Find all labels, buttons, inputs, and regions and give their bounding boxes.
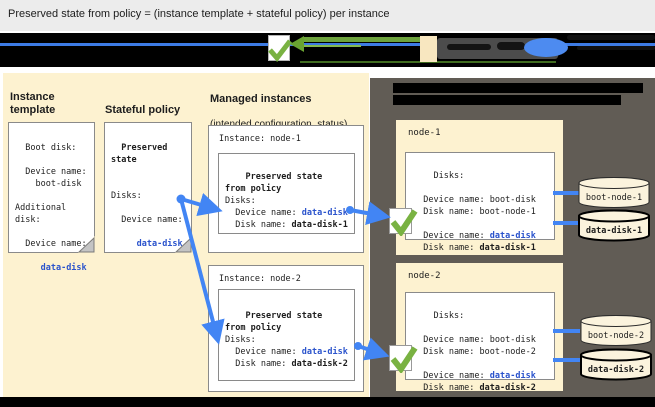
instance-template-data-disk: data-disk bbox=[25, 263, 87, 273]
strip-scribble bbox=[497, 42, 525, 50]
node-2-disks-box: Disks: Device name: boot-disk Disk name:… bbox=[405, 292, 555, 393]
managed-instances-heading-line1: Managed instances bbox=[210, 93, 312, 105]
strip-green-bar bbox=[303, 37, 421, 42]
disks-body: Disks: Device name: boot-disk Disk name:… bbox=[423, 311, 536, 381]
folded-corner-icon bbox=[175, 236, 192, 253]
disk-name-value: data-disk-1 bbox=[291, 220, 348, 230]
device-name-value: data-disk bbox=[301, 208, 348, 218]
preserved-state-from-policy-box: Preserved state from policy Disks: Devic… bbox=[218, 153, 355, 234]
strip-scribble bbox=[567, 35, 655, 40]
strip-blue-disk-icon bbox=[524, 38, 568, 57]
disk-label: boot-node-2 bbox=[587, 331, 645, 341]
disk-name-label: Disk name: bbox=[423, 383, 475, 393]
node-1-label: node-1 bbox=[408, 128, 441, 138]
disk-cylinder-data-disk-2: data-disk-2 bbox=[579, 348, 653, 382]
stateful-policy-data-disk: data-disk bbox=[121, 239, 183, 249]
disk-label: data-disk-2 bbox=[587, 365, 645, 375]
redacted-heading-bar bbox=[393, 95, 621, 105]
vm-node-1-card: node-1 Disks: Device name: boot-disk Dis… bbox=[396, 120, 563, 255]
cylinder-icon bbox=[580, 348, 652, 381]
disk-label: boot-node-1 bbox=[585, 193, 643, 203]
strip-green-line bbox=[300, 61, 556, 63]
preserved-state-from-policy-title: Preserved state from policy bbox=[225, 172, 323, 194]
disk-name-label: Disk name: bbox=[235, 220, 287, 230]
managed-instances-subheading: (intended configuration, status) bbox=[210, 119, 372, 131]
node-2-label: node-2 bbox=[408, 271, 441, 281]
cylinder-icon bbox=[578, 209, 650, 242]
instance-template-heading: Instance template bbox=[10, 91, 56, 116]
strip-cream-box bbox=[420, 36, 437, 62]
strip-green-bar-thin bbox=[303, 45, 361, 47]
strip-green-arrow-icon bbox=[290, 36, 304, 52]
cylinder-icon bbox=[578, 177, 650, 208]
disk-connector bbox=[553, 191, 580, 195]
stateful-policy-body: Disks: Device name: bbox=[111, 191, 183, 225]
page-title: Preserved state from policy = (instance … bbox=[8, 8, 390, 20]
folded-corner-icon bbox=[78, 236, 95, 253]
disk-cylinder-boot-node-1: boot-node-1 bbox=[577, 176, 651, 210]
disks-body: Disks: Device name: boot-disk Disk name:… bbox=[423, 171, 536, 241]
redacted-heading-bar bbox=[393, 83, 643, 93]
cylinder-icon bbox=[580, 315, 652, 346]
strip-scribble bbox=[577, 46, 655, 50]
disk-label: data-disk-1 bbox=[585, 226, 643, 236]
stateful-policy-box: Preserved state Disks: Device name: data… bbox=[104, 122, 192, 253]
stateful-policy-heading: Stateful policy bbox=[105, 104, 181, 116]
checkmark-icon bbox=[389, 208, 418, 236]
strip-checkmark-icon bbox=[268, 35, 292, 62]
bottom-bar bbox=[0, 397, 655, 407]
vm-node-2-card: node-2 Disks: Device name: boot-disk Dis… bbox=[396, 263, 563, 393]
instance-node-1-label: Instance: node-1 bbox=[219, 134, 301, 144]
checkmark-icon bbox=[389, 345, 418, 373]
preserved-state-body: Disks: Device name: bbox=[225, 335, 297, 357]
strip-scribble bbox=[447, 44, 491, 50]
node-1-disks-box: Disks: Device name: boot-disk Disk name:… bbox=[405, 152, 555, 253]
disk-connector bbox=[553, 221, 580, 225]
preserved-state-from-policy-title: Preserved state from policy bbox=[225, 311, 323, 333]
device-name-value: data-disk bbox=[489, 371, 536, 381]
managed-instance-node-1-box: Instance: node-1 Preserved state from po… bbox=[208, 125, 364, 253]
disk-connector bbox=[553, 329, 580, 333]
disk-name-value: data-disk-1 bbox=[479, 243, 536, 253]
instance-node-2-label: Instance: node-2 bbox=[219, 274, 301, 284]
preserved-state-from-policy-box: Preserved state from policy Disks: Devic… bbox=[218, 289, 355, 381]
strip-blue-line bbox=[0, 43, 655, 46]
title-bar: Preserved state from policy = (instance … bbox=[0, 0, 655, 31]
disk-cylinder-boot-node-2: boot-node-2 bbox=[579, 314, 653, 348]
disk-name-value: data-disk-2 bbox=[291, 359, 348, 369]
managed-instance-node-2-box: Instance: node-2 Preserved state from po… bbox=[208, 265, 364, 392]
disk-cylinder-data-disk-1: data-disk-1 bbox=[577, 209, 651, 243]
preserved-state-body: Disks: Device name: bbox=[225, 196, 297, 218]
instance-template-box: Boot disk: Device name: boot-disk Additi… bbox=[8, 122, 95, 273]
instance-template-body: Boot disk: Device name: boot-disk Additi… bbox=[15, 143, 87, 249]
preserved-state-title: Preserved state bbox=[111, 143, 168, 165]
disk-name-label: Disk name: bbox=[235, 359, 287, 369]
disk-name-label: Disk name: bbox=[423, 243, 475, 253]
device-name-value: data-disk bbox=[301, 347, 348, 357]
disk-connector bbox=[553, 358, 580, 362]
disk-name-value: data-disk-2 bbox=[479, 383, 536, 393]
mini-diagram-strip bbox=[0, 33, 655, 67]
device-name-value: data-disk bbox=[489, 231, 536, 241]
